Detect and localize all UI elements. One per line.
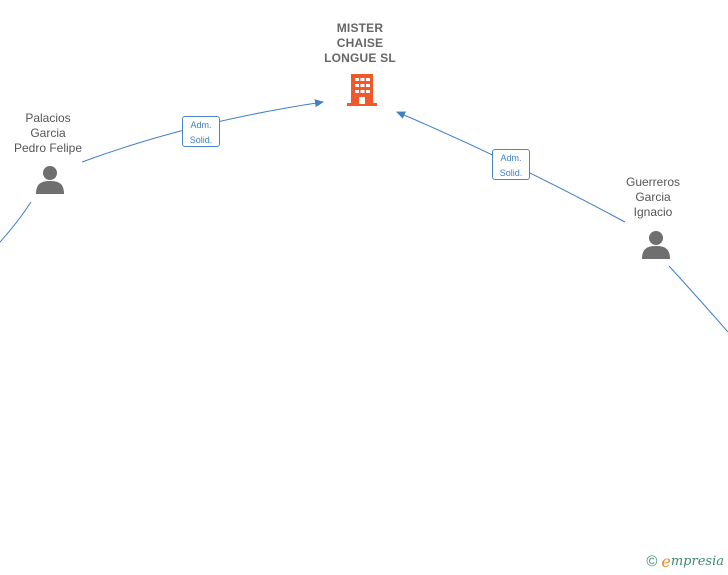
edge-label-role[interactable]: Adm. Solid. — [492, 149, 530, 180]
person-name-palacios: Palacios Garcia Pedro Felipe — [13, 111, 83, 155]
brand-logo-e: e — [661, 552, 671, 571]
copyright-icon: © — [646, 553, 658, 570]
edge-offscreen-right — [668, 265, 728, 333]
brand-watermark: © e mpresia — [646, 552, 724, 571]
person-icon[interactable] — [641, 230, 671, 260]
person-name-guerreros: Guerreros Garcia Ignacio — [625, 175, 681, 219]
building-icon[interactable] — [345, 72, 379, 108]
person-icon[interactable] — [35, 165, 65, 195]
company-name: MISTER CHAISE LONGUE SL — [324, 21, 396, 65]
brand-name: mpresia — [670, 554, 724, 569]
edge-offscreen-left — [0, 201, 32, 243]
edge-label-role[interactable]: Adm. Solid. — [182, 116, 220, 147]
